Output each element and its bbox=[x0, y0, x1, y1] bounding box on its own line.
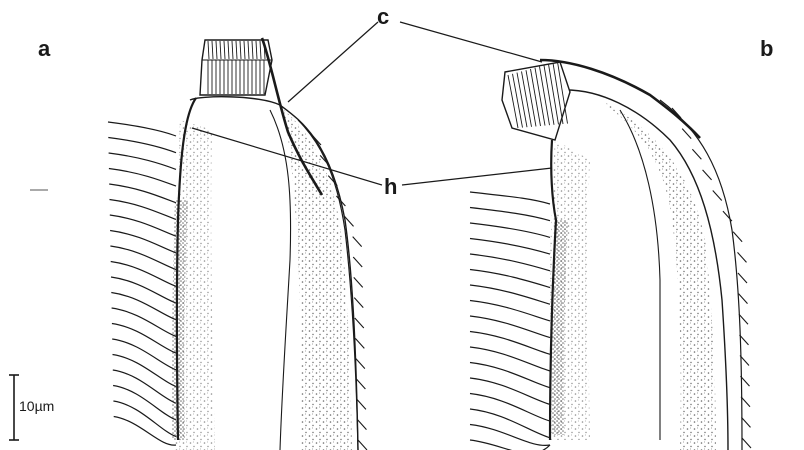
segment-tick bbox=[742, 417, 751, 427]
hair-strand bbox=[110, 246, 176, 270]
segment-tick bbox=[742, 438, 751, 448]
hair-strand bbox=[470, 394, 550, 422]
hair-strand bbox=[108, 122, 176, 136]
hair-strand bbox=[109, 184, 176, 203]
panel-a-cap bbox=[200, 40, 272, 95]
annotation-label-h: h bbox=[384, 176, 397, 198]
panel-a-shading-right bbox=[282, 108, 352, 450]
panel-a-drawing bbox=[108, 38, 367, 450]
segment-tick bbox=[739, 314, 748, 324]
segment-tick bbox=[738, 252, 747, 262]
scale-bar-label: 10µm bbox=[19, 398, 54, 414]
segment-tick bbox=[355, 338, 364, 348]
hair-strand bbox=[470, 254, 550, 271]
segment-tick bbox=[355, 318, 364, 328]
hair-strand bbox=[470, 192, 550, 204]
hair-strand bbox=[113, 370, 176, 403]
hair-strand bbox=[470, 285, 550, 304]
segment-tick bbox=[353, 237, 362, 247]
hair-strand bbox=[470, 223, 550, 237]
leader-h-to-b bbox=[402, 168, 552, 185]
hair-strand bbox=[111, 293, 176, 320]
panel-b-drawing bbox=[470, 60, 751, 450]
panel-b-inner-line bbox=[620, 110, 660, 440]
hair-strand bbox=[470, 239, 550, 255]
hair-strand bbox=[111, 277, 176, 303]
panel-a-inner-line bbox=[270, 110, 291, 450]
leader-c-to-a bbox=[288, 22, 378, 102]
segment-tick bbox=[357, 399, 366, 409]
panel-label-a: a bbox=[38, 38, 50, 60]
segment-tick bbox=[733, 232, 742, 242]
hair-strand bbox=[470, 316, 550, 338]
segment-tick bbox=[353, 257, 362, 267]
segment-tick bbox=[357, 420, 366, 430]
segment-tick bbox=[692, 149, 701, 159]
leader-h-to-a bbox=[192, 128, 382, 185]
panel-a-hairs bbox=[108, 122, 176, 445]
segment-tick bbox=[713, 191, 722, 201]
hair-strand bbox=[470, 208, 550, 221]
segment-tick bbox=[336, 196, 345, 206]
segment-tick bbox=[354, 277, 363, 287]
hair-strand bbox=[470, 409, 550, 438]
segment-tick bbox=[723, 211, 732, 221]
hair-strand bbox=[110, 231, 176, 253]
segment-tick bbox=[354, 298, 363, 308]
hair-strand bbox=[112, 339, 176, 370]
segment-tick bbox=[738, 273, 747, 283]
segment-tick bbox=[741, 397, 750, 407]
panel-label-b: b bbox=[760, 38, 773, 60]
hair-strand bbox=[110, 215, 176, 236]
scale-bar bbox=[9, 375, 19, 440]
hair-strand bbox=[470, 332, 550, 355]
segment-tick bbox=[703, 170, 712, 180]
panel-b-shading-right bbox=[600, 100, 716, 450]
leader-c-to-b bbox=[400, 22, 542, 62]
segment-tick bbox=[682, 129, 691, 139]
panel-b-cap bbox=[502, 62, 570, 140]
segment-tick bbox=[356, 379, 365, 389]
annotation-label-c: c bbox=[377, 6, 389, 28]
hair-strand bbox=[470, 378, 550, 404]
panel-b-hairs bbox=[470, 192, 550, 450]
hair-strand bbox=[470, 270, 550, 288]
hair-strand bbox=[109, 153, 176, 169]
hair-strand bbox=[109, 169, 176, 187]
hair-strand bbox=[112, 308, 176, 336]
hair-strand bbox=[113, 355, 177, 387]
segment-tick bbox=[356, 359, 365, 369]
segment-tick bbox=[358, 440, 367, 450]
hair-strand bbox=[112, 324, 176, 354]
hair-strand bbox=[108, 138, 176, 153]
segment-tick bbox=[739, 294, 748, 304]
